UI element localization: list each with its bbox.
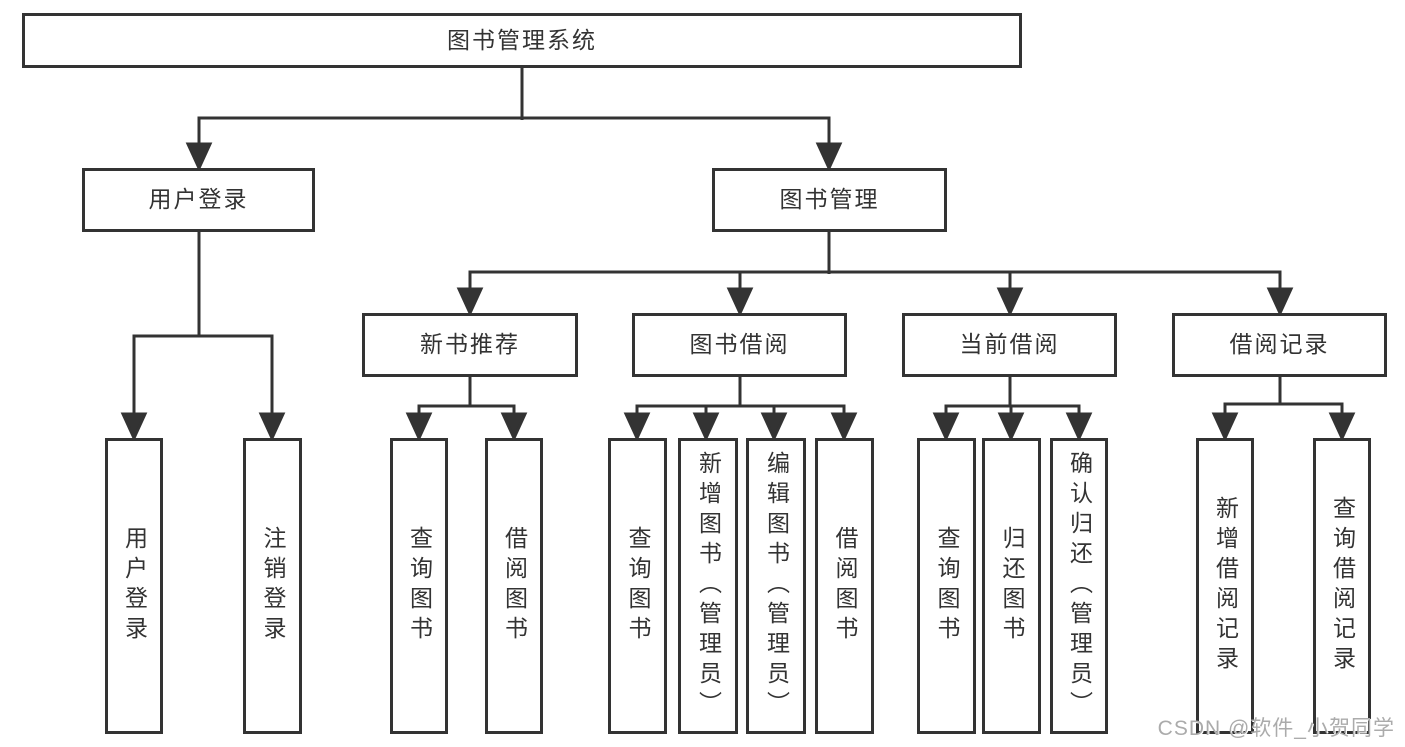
node-leaf-bb-add-books-admin-label: 新增图书（管理员）: [695, 451, 722, 721]
node-leaf-nb-query-books: 查询图书: [390, 438, 448, 734]
node-root-label: 图书管理系统: [447, 26, 597, 53]
node-root: 图书管理系统: [22, 13, 1022, 68]
node-user-login: 用户登录: [82, 168, 315, 232]
node-leaf-nb-borrow-books: 借阅图书: [485, 438, 543, 734]
node-new-book-recommend-label: 新书推荐: [420, 331, 520, 358]
node-current-borrowing: 当前借阅: [902, 313, 1117, 377]
node-leaf-bb-add-books-admin: 新增图书（管理员）: [678, 438, 738, 734]
node-user-login-label: 用户登录: [148, 186, 249, 213]
node-book-borrowing: 图书借阅: [632, 313, 847, 377]
node-leaf-cb-query-books-label: 查询图书: [934, 526, 960, 646]
node-leaf-nb-borrow-books-label: 借阅图书: [501, 526, 528, 646]
node-leaf-br-add-record: 新增借阅记录: [1196, 438, 1254, 734]
watermark: CSDN @软件_小贺同学: [1157, 717, 1395, 740]
node-leaf-cb-confirm-return-admin-label: 确认归还（管理员）: [1066, 451, 1093, 721]
node-leaf-br-query-record-label: 查询借阅记录: [1329, 496, 1356, 676]
node-book-management: 图书管理: [712, 168, 947, 232]
node-leaf-br-add-record-label: 新增借阅记录: [1212, 496, 1239, 676]
node-new-book-recommend: 新书推荐: [362, 313, 578, 377]
node-leaf-bb-borrow-books: 借阅图书: [815, 438, 874, 734]
node-leaf-user-login-label: 用户登录: [121, 526, 148, 646]
node-borrowing-records: 借阅记录: [1172, 313, 1387, 377]
node-leaf-bb-edit-books-admin: 编辑图书（管理员）: [746, 438, 806, 734]
node-leaf-bb-query-books-label: 查询图书: [625, 526, 651, 646]
node-leaf-bb-query-books: 查询图书: [608, 438, 667, 734]
node-book-borrowing-label: 图书借阅: [689, 331, 790, 358]
node-leaf-user-login: 用户登录: [105, 438, 163, 734]
node-leaf-br-query-record: 查询借阅记录: [1313, 438, 1371, 734]
node-leaf-logout: 注销登录: [243, 438, 302, 734]
node-leaf-cb-return-books-label: 归还图书: [999, 526, 1025, 646]
node-leaf-cb-confirm-return-admin: 确认归还（管理员）: [1050, 438, 1108, 734]
node-borrowing-records-label: 借阅记录: [1229, 331, 1330, 358]
node-book-management-label: 图书管理: [779, 186, 880, 213]
node-leaf-bb-borrow-books-label: 借阅图书: [832, 526, 858, 646]
node-leaf-cb-return-books: 归还图书: [982, 438, 1041, 734]
node-leaf-cb-query-books: 查询图书: [917, 438, 976, 734]
node-current-borrowing-label: 当前借阅: [959, 331, 1060, 358]
node-leaf-logout-label: 注销登录: [260, 526, 286, 646]
node-leaf-nb-query-books-label: 查询图书: [406, 526, 433, 646]
node-leaf-bb-edit-books-admin-label: 编辑图书（管理员）: [763, 451, 790, 721]
